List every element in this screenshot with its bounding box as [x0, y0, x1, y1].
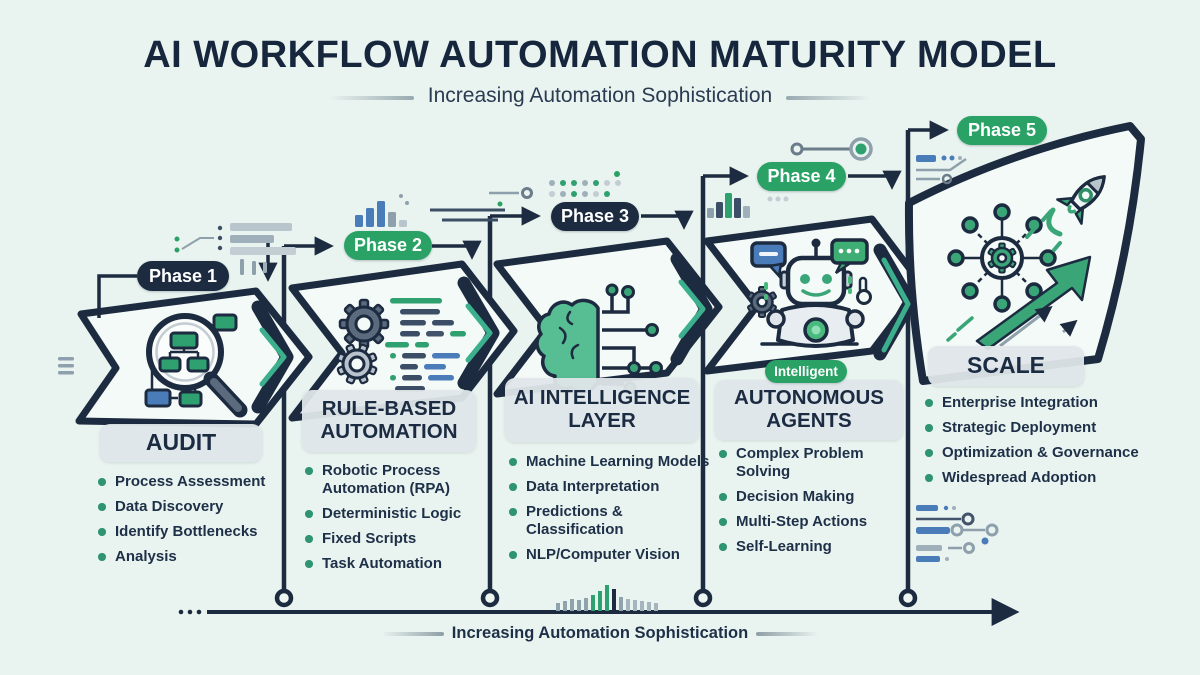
axis-dash-left: [382, 632, 444, 636]
bullet-dot-icon: [305, 467, 313, 475]
circle-connector-decoration: [790, 137, 873, 161]
hub-network-icon: [947, 203, 1057, 313]
list-item: Strategic Deployment: [925, 419, 1140, 437]
phase-5-bullets: Enterprise Integration Strategic Deploym…: [925, 394, 1140, 494]
scatter-decoration-1: [174, 223, 296, 275]
phase-4-badge: Phase 4: [757, 162, 846, 191]
phase-2-bullets: Robotic Process Automation (RPA) Determi…: [305, 462, 487, 580]
dot-grid-decoration: [489, 171, 621, 207]
gears-code-icon: [336, 298, 466, 392]
phase-2-badge: Phase 2: [344, 231, 432, 260]
bottom-axis: [178, 585, 1020, 626]
list-item: Identify Bottlenecks: [98, 523, 298, 541]
bullet-dot-icon: [509, 458, 517, 466]
list-item: Analysis: [98, 548, 298, 566]
list-item: Optimization & Governance: [925, 444, 1140, 462]
robot-agent-icon: [747, 238, 872, 348]
list-item: NLP/Computer Vision: [509, 546, 714, 564]
phase-3-label: AI INTELLIGENCE LAYER: [505, 378, 699, 442]
phase-2-label: RULE-BASED AUTOMATION: [302, 390, 476, 452]
list-item: Decision Making: [719, 488, 897, 506]
bullet-dot-icon: [719, 493, 727, 501]
phase-1-badge: Phase 1: [137, 261, 229, 291]
subtitle-dash-left: [330, 96, 414, 100]
speech-bubble-green-icon: [830, 238, 869, 294]
bullet-dot-icon: [925, 424, 933, 432]
phase-5-badge: Phase 5: [957, 116, 1047, 145]
growth-arrow-icon: [975, 255, 1092, 351]
phase-1-bullets: Process Assessment Data Discovery Identi…: [98, 473, 298, 573]
mini-bar-chart-green-icon: [707, 193, 789, 218]
menu-lines-icon: [58, 357, 74, 375]
list-item: Enterprise Integration: [925, 394, 1140, 412]
code-lines: [385, 298, 466, 392]
axis-label: Increasing Automation Sophistication: [451, 624, 749, 642]
phase-4-bullets: Complex Problem Solving Decision Making …: [719, 445, 897, 563]
phase-1-label: AUDIT: [100, 424, 262, 462]
bullet-dot-icon: [305, 510, 313, 518]
speech-bubble-blue-icon: [750, 241, 787, 300]
bullet-dot-icon: [719, 543, 727, 551]
phase-5-label: SCALE: [928, 346, 1084, 386]
bullet-dot-icon: [925, 474, 933, 482]
page-title: AI WORKFLOW AUTOMATION MATURITY MODEL: [143, 34, 1057, 76]
phase-3-badge: Phase 3: [551, 202, 639, 231]
list-item: Self-Learning: [719, 538, 897, 556]
network-rocket-growth-icon: [946, 175, 1106, 351]
page-subtitle: Increasing Automation Sophistication: [427, 84, 773, 107]
axis-dash-right: [756, 632, 818, 636]
phase-3-bullets: Machine Learning Models Data Interpretat…: [509, 453, 714, 571]
subtitle-dash-right: [786, 96, 870, 100]
junction-chevron-marks: [251, 243, 917, 414]
bullet-dot-icon: [305, 560, 313, 568]
timeline-node-circles: [274, 588, 918, 608]
equalizer-bars-icon: [556, 585, 658, 611]
list-item: Deterministic Logic: [305, 505, 487, 523]
list-item: Complex Problem Solving: [719, 445, 897, 481]
connector-lines: [97, 120, 949, 318]
list-item: Process Assessment: [98, 473, 298, 491]
bullet-dot-icon: [98, 478, 106, 486]
list-item: Predictions & Classification: [509, 503, 714, 539]
bullet-dot-icon: [509, 508, 517, 516]
rocket-icon: [1056, 175, 1106, 225]
bullet-dot-icon: [719, 450, 727, 458]
bullet-dot-icon: [719, 518, 727, 526]
circuit-decoration-bottom-right: [916, 505, 999, 562]
intelligent-tag: Intelligent: [765, 360, 847, 383]
bullet-dot-icon: [98, 553, 106, 561]
bullet-dot-icon: [509, 483, 517, 491]
list-item: Data Discovery: [98, 498, 298, 516]
list-item: Widespread Adoption: [925, 469, 1140, 487]
bullet-dot-icon: [925, 449, 933, 457]
magnifier-flowchart-icon: [144, 313, 248, 418]
list-item: Machine Learning Models: [509, 453, 714, 471]
list-item: Fixed Scripts: [305, 530, 487, 548]
bullet-dot-icon: [509, 551, 517, 559]
list-item: Multi-Step Actions: [719, 513, 897, 531]
bullet-dot-icon: [98, 503, 106, 511]
bullet-dot-icon: [98, 528, 106, 536]
phase-4-label: AUTONOMOUS AGENTS: [715, 380, 903, 440]
bullet-dot-icon: [925, 399, 933, 407]
mini-bar-chart-blue-icon: [355, 194, 505, 227]
bullet-dot-icon: [305, 535, 313, 543]
list-item: Robotic Process Automation (RPA): [305, 462, 487, 498]
list-item: Data Interpretation: [509, 478, 714, 496]
list-item: Task Automation: [305, 555, 487, 573]
phase-5-panel: [904, 122, 1145, 385]
circuit-decoration-top-right: [916, 155, 967, 185]
